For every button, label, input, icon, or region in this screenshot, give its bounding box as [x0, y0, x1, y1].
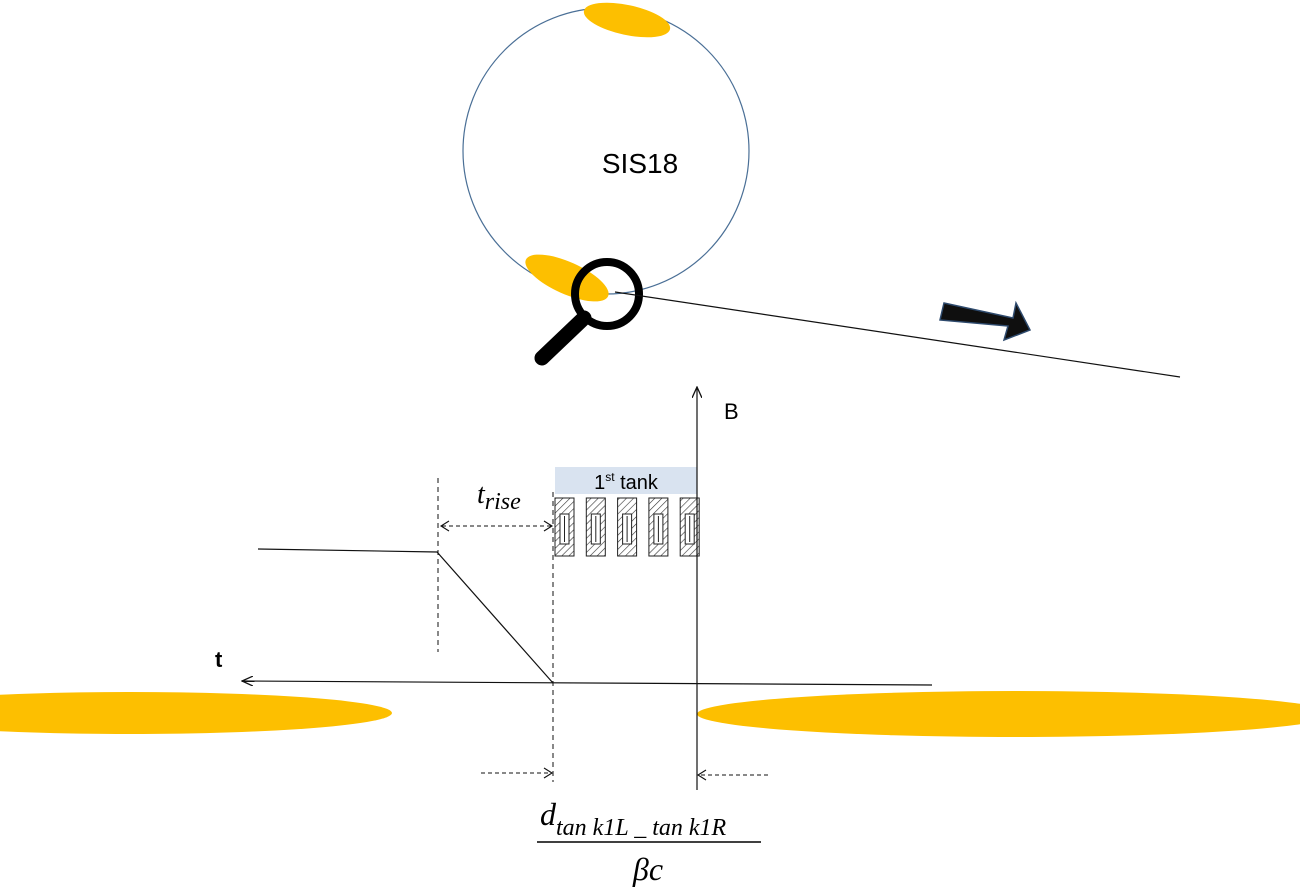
formula-numerator: dtan k1L _ tan k1R — [540, 796, 727, 841]
bunch-ellipses — [0, 691, 1300, 737]
direction-arrow-icon — [939, 300, 1032, 342]
gap-symbol-1 — [554, 497, 575, 557]
gap-symbol-5 — [679, 497, 700, 557]
t-axis-label: t — [215, 647, 223, 672]
bunch-bottom — [525, 254, 609, 302]
gap-symbol-4 — [648, 497, 669, 557]
synchrotron-ring: SIS18 — [462, 2, 750, 302]
bunch-left — [0, 692, 392, 734]
formula-denominator: βc — [632, 851, 663, 887]
tank-label: 1st tank — [594, 470, 659, 494]
magnifier-icon — [534, 258, 643, 366]
transit-time-formula: dtan k1L _ tan k1R βc — [537, 796, 761, 887]
field-ramp-curve — [257, 548, 554, 684]
tank-background — [555, 467, 697, 494]
t-rise-label: trise — [477, 479, 521, 515]
ring-label: SIS18 — [602, 148, 678, 179]
t-axis — [242, 681, 933, 685]
gap-symbol-2 — [585, 497, 606, 557]
b-axis-label: B — [724, 399, 739, 424]
gap-symbol-3 — [617, 497, 638, 557]
bunch-top — [583, 2, 671, 38]
extraction-beamline — [614, 291, 1181, 378]
bunch-right — [697, 691, 1300, 737]
drift-tube-gaps — [554, 497, 700, 557]
